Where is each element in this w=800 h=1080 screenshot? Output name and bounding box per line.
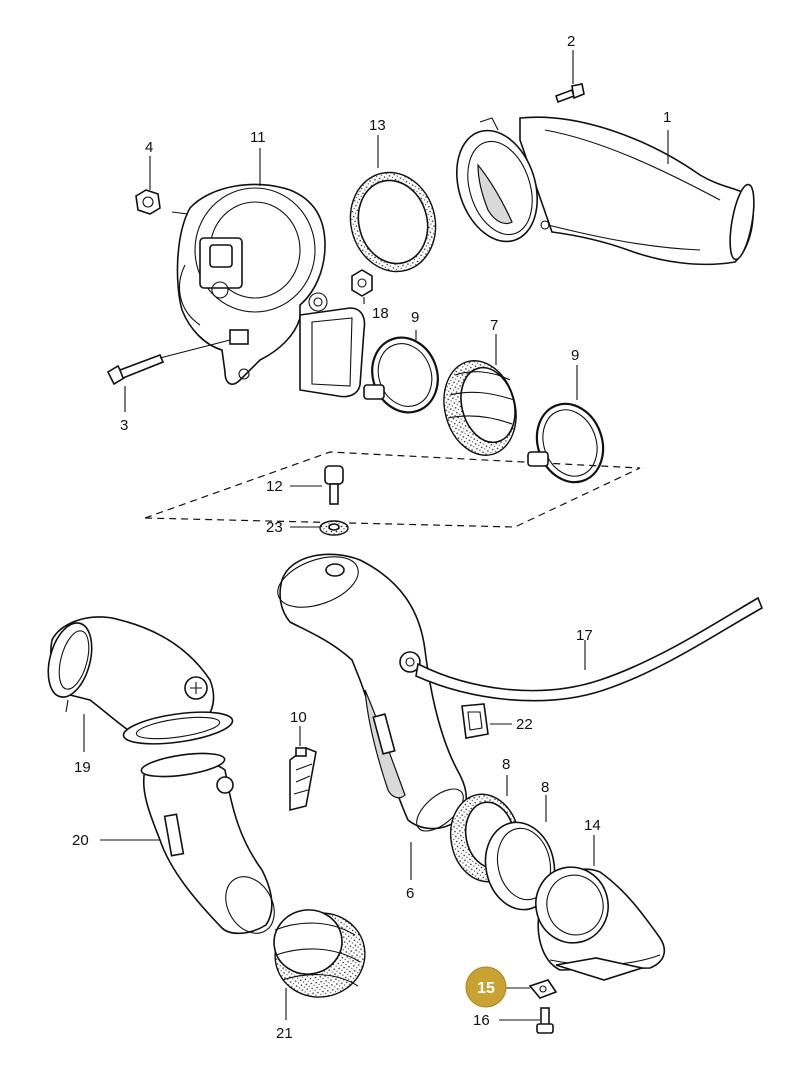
label-part-3: 3 <box>120 417 128 434</box>
part-9-hose-clamp-upper[interactable] <box>362 328 448 421</box>
part-1-intake-duct[interactable] <box>443 116 758 266</box>
label-part-9-upper: 9 <box>411 309 419 326</box>
part-21-rubber-boot[interactable] <box>268 905 371 1005</box>
part-3-bolt[interactable] <box>106 339 231 386</box>
label-part-9-lower: 9 <box>571 347 579 364</box>
part-16-screw[interactable] <box>536 1007 554 1034</box>
label-part-21: 21 <box>276 1025 293 1042</box>
label-part-5: 6 <box>406 885 414 902</box>
label-part-20: 20 <box>72 832 89 849</box>
label-part-14: 14 <box>584 817 601 834</box>
label-part-7: 8 <box>502 756 510 773</box>
label-part-16: 16 <box>473 1012 490 1029</box>
part-22-clip[interactable] <box>461 703 489 739</box>
label-part-10: 10 <box>290 709 307 726</box>
part-17-hose[interactable] <box>415 596 764 702</box>
assembly-outline <box>144 451 641 528</box>
part-labels: 2 1 4 11 13 18 9 7 9 3 12 23 17 10 22 19… <box>72 33 671 1042</box>
part-20-elbow-pipe[interactable] <box>140 749 284 942</box>
part-8-ring[interactable] <box>478 816 563 916</box>
label-part-17: 17 <box>576 627 593 644</box>
part-13-gasket[interactable] <box>339 163 446 281</box>
part-5-air-pipe[interactable] <box>271 547 470 839</box>
leader-lines <box>83 50 669 1021</box>
part-4-nut[interactable] <box>135 189 161 215</box>
label-part-6: 7 <box>490 317 498 334</box>
label-part-18: 18 <box>372 305 389 322</box>
label-part-11: 11 <box>250 129 266 146</box>
part-19-intake-elbow[interactable] <box>41 616 235 750</box>
part-18-nut[interactable] <box>351 269 373 297</box>
part-2-screw[interactable] <box>554 83 585 104</box>
part-9-hose-clamp-lower[interactable] <box>526 394 614 491</box>
part-23-washer[interactable] <box>319 520 349 536</box>
part-11-blower-housing[interactable] <box>171 183 366 398</box>
label-part-8: 8 <box>541 779 549 796</box>
label-part-1: 1 <box>663 109 671 126</box>
label-part-13: 13 <box>369 117 386 134</box>
label-part-12: 12 <box>266 478 283 495</box>
label-part-19: 19 <box>74 759 91 776</box>
part-14-funnel[interactable] <box>527 859 666 981</box>
part-12-screw[interactable] <box>324 465 344 505</box>
label-part-23: 23 <box>266 519 283 536</box>
label-part-4: 4 <box>145 139 153 156</box>
part-6-bellows-sleeve[interactable] <box>434 353 526 464</box>
label-part-15: 15 <box>477 980 495 997</box>
label-part-22: 22 <box>516 716 533 733</box>
part-10-bracket[interactable] <box>289 747 317 812</box>
part-15-clip[interactable] <box>528 979 558 999</box>
highlight-badge-part-15[interactable]: 15 <box>465 966 507 1008</box>
label-part-2: 2 <box>567 33 575 50</box>
